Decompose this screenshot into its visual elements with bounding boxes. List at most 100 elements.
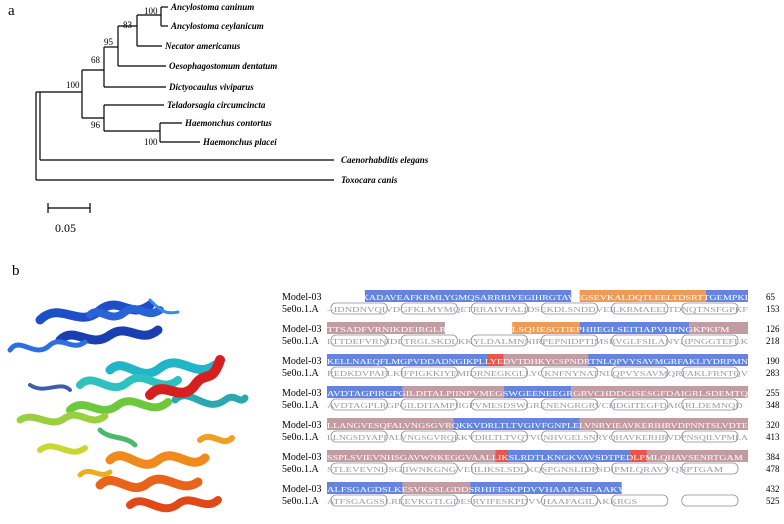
sequence-residues: STLEVEVNHSGIIWNKGNGVEIILIKSLSDLKQSPGNSLI… xyxy=(327,466,724,474)
structure-band xyxy=(327,418,454,430)
strand-box xyxy=(611,334,669,347)
strand-box xyxy=(541,430,599,443)
panel-b-label: b xyxy=(12,263,20,279)
sequence-residues: LLANGVESQFALVNGSGVRQKKVDRLTLTVGIVFGNPLEL… xyxy=(327,422,748,430)
taxon-label: Ancylostoma caninum xyxy=(170,2,254,12)
sequence-name: 5e0o.1.A xyxy=(282,304,319,315)
taxon-label: Toxocara canis xyxy=(341,175,398,185)
strand-box xyxy=(611,462,669,475)
structure-band xyxy=(571,386,748,398)
residue-number: 320 xyxy=(766,420,780,430)
strand-box xyxy=(681,334,739,347)
strand-box xyxy=(541,366,599,379)
residue-number: 153 xyxy=(766,304,780,314)
strand-box xyxy=(611,366,669,379)
panel-a-label: a xyxy=(8,3,15,19)
strand-box xyxy=(611,494,669,507)
bootstrap-value: 100 xyxy=(66,80,80,90)
sequence-name: 5e0o.1.A xyxy=(282,432,319,443)
structure-band xyxy=(327,450,496,462)
strand-box xyxy=(400,302,458,315)
residue-number: 413 xyxy=(766,432,780,442)
residue-number: 126 xyxy=(766,324,780,334)
strand-box xyxy=(400,398,458,411)
structure-band xyxy=(503,354,589,366)
sequence-name: 5e0o.1.A xyxy=(282,336,319,347)
strand-box xyxy=(400,334,458,347)
residue-number: 190 xyxy=(766,356,780,366)
structure-band xyxy=(327,482,403,494)
strand-box xyxy=(541,398,599,411)
strand-box xyxy=(400,494,458,507)
structure-band xyxy=(453,418,580,430)
taxon-label: Haemonchus contortus xyxy=(184,118,272,128)
structure-band xyxy=(579,290,706,302)
strand-box xyxy=(681,302,739,315)
protein-structure-illustration xyxy=(7,298,249,513)
taxon-label: Caenorhabditis elegans xyxy=(341,155,429,165)
structure-band xyxy=(327,322,445,334)
structure-band xyxy=(402,482,471,494)
sequence-name: Model-03 xyxy=(282,292,321,303)
structure-band xyxy=(512,322,580,334)
sequence-name: Model-03 xyxy=(282,388,321,399)
structure-band xyxy=(364,290,572,302)
structure-band xyxy=(470,482,622,494)
strand-box xyxy=(330,334,388,347)
residue-number: 283 xyxy=(766,368,780,378)
structure-band xyxy=(646,450,748,462)
strand-box xyxy=(470,302,528,315)
residue-number: 218 xyxy=(766,336,780,346)
structure-band xyxy=(508,450,631,462)
strand-box xyxy=(541,334,599,347)
sequence-name: Model-03 xyxy=(282,324,321,335)
taxon-label: Dictyocaulus viviparus xyxy=(168,82,254,92)
scale-bar-label: 0.05 xyxy=(55,221,76,235)
structure-band xyxy=(579,322,690,334)
structure-band xyxy=(495,450,509,462)
structure-band xyxy=(630,450,647,462)
residue-number: 384 xyxy=(766,452,780,462)
bootstrap-value: 68 xyxy=(91,55,101,65)
strand-box xyxy=(470,366,528,379)
strand-box xyxy=(470,398,528,411)
residue-number: 432 xyxy=(766,484,780,494)
structure-band xyxy=(327,386,403,398)
sequence-name: 5e0o.1.A xyxy=(282,496,319,507)
residue-number: 478 xyxy=(766,464,780,474)
sequence-name: Model-03 xyxy=(282,452,321,463)
strand-box xyxy=(541,302,599,315)
strand-box xyxy=(470,462,528,475)
sequence-residues: SSPLSVIEVNHSGAVWNKEGGVAALLIKSLRDTLKNGKVA… xyxy=(327,454,744,462)
sequence-residues: --IDNDNVQIVDGFKLMYMQETRRAIVFALIDSEKDLSND… xyxy=(327,306,748,314)
strand-box xyxy=(541,494,599,507)
strand-box xyxy=(470,494,528,507)
sequence-residues: AVDTAGPIRGPGILDITALPIINPVMEGSWGEENEEGRGR… xyxy=(327,390,748,398)
taxon-label: Oesophagostomum dentatum xyxy=(169,61,277,71)
strand-box xyxy=(611,398,669,411)
strand-box xyxy=(611,430,669,443)
strand-box xyxy=(681,398,739,411)
sequence-residues: ATFSGAGSSLREEVKGTLGDESRYIFESKPDVVHAAFAGI… xyxy=(327,498,637,506)
strand-box xyxy=(681,462,739,475)
strand-box xyxy=(400,366,458,379)
taxon-label: Necator americanus xyxy=(164,41,241,51)
residue-number: 348 xyxy=(766,400,780,410)
residue-number: 525 xyxy=(766,496,780,506)
sequence-residues: KELLNAEQFLMGPVDDADNGIKPLLYEDVTDHKYCSPNDR… xyxy=(327,358,748,366)
sequence-residues: LTTDEFVRNIDETRGLSKDLKKYLDALMNNIRPEPNIDPT… xyxy=(327,338,748,346)
strand-box xyxy=(470,334,528,347)
sequence-residues: MSGSGKADAVEAFKRMLYGMQSARRRIVEGIHRGTAVEGS… xyxy=(327,294,749,302)
strand-box xyxy=(681,430,739,443)
structure-band xyxy=(588,354,748,366)
structure-band xyxy=(486,354,504,366)
taxon-label: Teladorsagia circumcincta xyxy=(167,100,266,110)
strand-box xyxy=(400,462,458,475)
sequence-name: Model-03 xyxy=(282,420,321,431)
structure-band xyxy=(327,354,487,366)
strand-box xyxy=(470,430,528,443)
strand-box xyxy=(330,366,388,379)
strand-box xyxy=(330,462,388,475)
strand-box xyxy=(330,430,388,443)
